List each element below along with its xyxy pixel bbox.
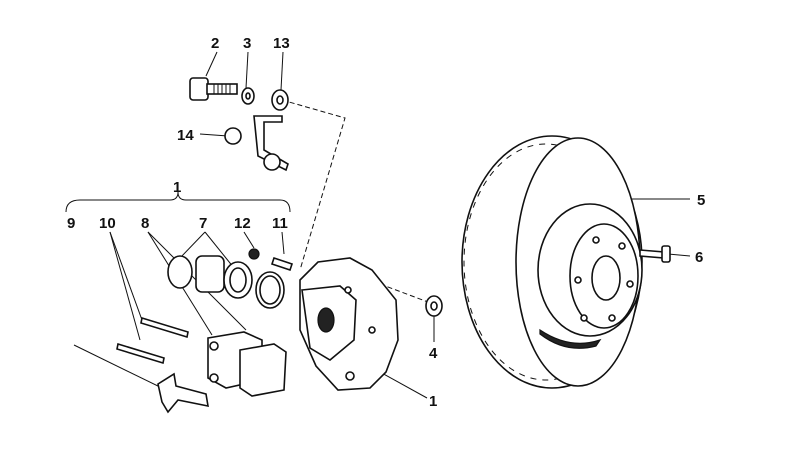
pads-part — [207, 331, 287, 397]
caliper-part — [299, 257, 443, 391]
label-bleeder-valve: 11 — [272, 215, 288, 232]
label-clip: 9 — [67, 215, 75, 232]
label-bracket: 13 — [273, 35, 290, 52]
label-pins: 10 — [99, 215, 116, 232]
label-caliper-kit: 1 — [173, 179, 181, 196]
label-screw: 6 — [695, 249, 703, 266]
label-piston-seals: 7 — [199, 215, 207, 232]
label-bolt: 2 — [211, 35, 219, 52]
pins-part — [116, 316, 209, 414]
bolt-part — [189, 77, 289, 172]
label-rotor: 5 — [697, 192, 705, 209]
label-spacer: 4 — [429, 345, 438, 362]
piston-seals-part — [167, 248, 294, 309]
label-washer: 3 — [243, 35, 251, 52]
label-caliper: 1 — [429, 393, 437, 410]
leader-lines — [65, 51, 691, 399]
part-labels: 2 3 13 14 1 9 10 8 7 12 11 4 1 5 6 — [67, 35, 705, 410]
label-cap: 14 — [177, 127, 194, 144]
label-bleeder-cap: 12 — [234, 215, 251, 232]
label-pads: 8 — [141, 215, 149, 232]
rotor-part — [461, 135, 671, 389]
